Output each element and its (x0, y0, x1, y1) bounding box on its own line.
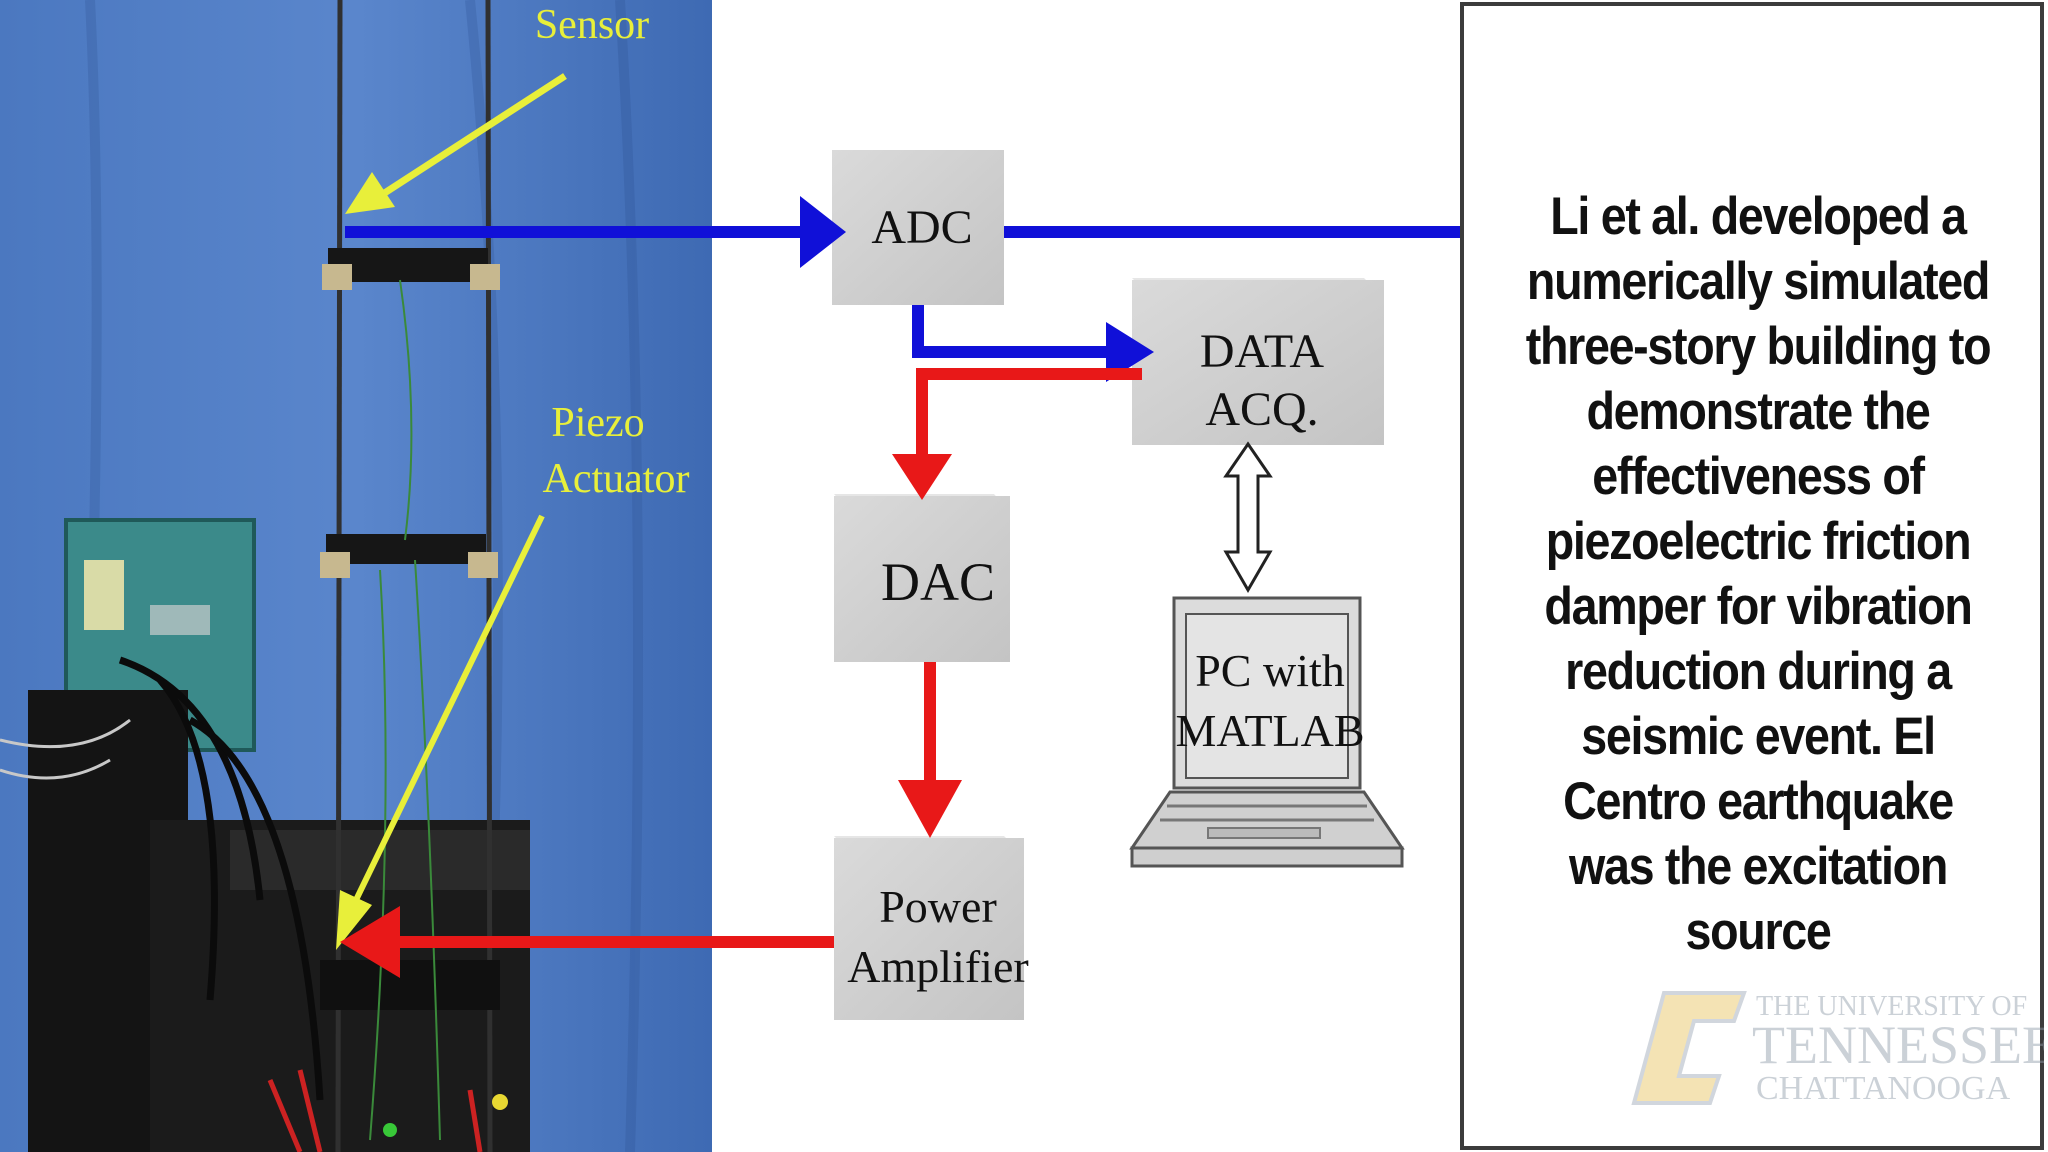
description-line: effectiveness of (1592, 447, 1925, 506)
dac-box: DAC (834, 494, 1010, 662)
adc-input-arrowhead (800, 196, 846, 268)
power-amp-to-actuator-arrow (712, 936, 834, 948)
description-line: demonstrate the (1586, 382, 1930, 441)
description-panel: Li et al. developed a numerically simula… (1460, 0, 2048, 1152)
description-line: damper for vibration (1544, 577, 1972, 636)
power-amplifier-box: Power Amplifier (834, 836, 1029, 1020)
panel-frame: Li et al. developed a numerically simula… (1460, 2, 2044, 1150)
adc-label: ADC (871, 201, 972, 254)
description-line: Li et al. developed a (1550, 187, 1967, 246)
piezo-pointer-arrowhead (336, 890, 372, 950)
pc-laptop-icon: PC with MATLAB (1129, 596, 1405, 868)
photo-arrow-overlay (340, 226, 712, 978)
power-amplifier-label-line1: Power (879, 881, 997, 932)
actuator-signal-line (390, 936, 712, 948)
logo-line2: TENNESSEE (1752, 1015, 2044, 1075)
bidirectional-data-arrow (1223, 441, 1273, 593)
floor-plate-top (328, 248, 488, 282)
description-line: reduction during a (1565, 642, 1952, 701)
dac-label: DAC (881, 552, 995, 612)
utc-university-logo: THE UNIVERSITY OF TENNESSEE CHATTANOOGA (1624, 981, 2044, 1116)
control-block-diagram: ADC DATA ACQ. DAC Power Amplifier PC wit… (712, 0, 1460, 1152)
adc-to-data-acq-arrow (912, 305, 1108, 358)
sensor-pointer-line (378, 73, 567, 199)
piezo-actuator-label-line2: Actuator (543, 456, 690, 502)
description-text: Li et al. developed a numerically simula… (1517, 184, 1999, 964)
test-rig-photo: Sensor Piezo Actuator (0, 0, 712, 1152)
power-amplifier-label-line2: Amplifier (847, 941, 1028, 992)
sensor-signal-line (345, 226, 712, 238)
description-line: numerically simulated (1526, 252, 1991, 311)
sensor-label: Sensor (535, 2, 649, 48)
piezo-pointer-line (353, 514, 545, 902)
description-line: seismic event. El (1581, 707, 1936, 766)
data-acq-box: DATA ACQ. (1132, 278, 1384, 445)
description-line: piezoelectric friction (1545, 512, 1972, 571)
floor-plate-bottom (320, 960, 500, 1010)
utc-c-mark-icon (1631, 991, 1747, 1105)
piezo-actuator-label-line1: Piezo (551, 400, 644, 446)
data-acq-to-dac-arrow (916, 368, 1142, 458)
dac-to-power-amp-arrow (924, 662, 936, 782)
description-line: was the excitation (1569, 837, 1948, 896)
logo-line3: CHATTANOOGA (1756, 1070, 2011, 1107)
data-acq-label-line1: DATA (1200, 325, 1324, 378)
pc-label-line2: MATLAB (1175, 705, 1364, 756)
actuator-input-arrowhead (340, 906, 400, 978)
description-line: Centro earthquake (1563, 772, 1954, 831)
adc-box: ADC (832, 150, 1004, 305)
sensor-pointer-arrowhead (345, 172, 395, 214)
description-line: source (1685, 902, 1831, 961)
pc-label-line1: PC with (1195, 645, 1345, 696)
description-line: three-story building to (1525, 317, 1992, 376)
logo-line1: THE UNIVERSITY OF (1756, 991, 2027, 1022)
data-acq-label-line2: ACQ. (1205, 383, 1318, 436)
